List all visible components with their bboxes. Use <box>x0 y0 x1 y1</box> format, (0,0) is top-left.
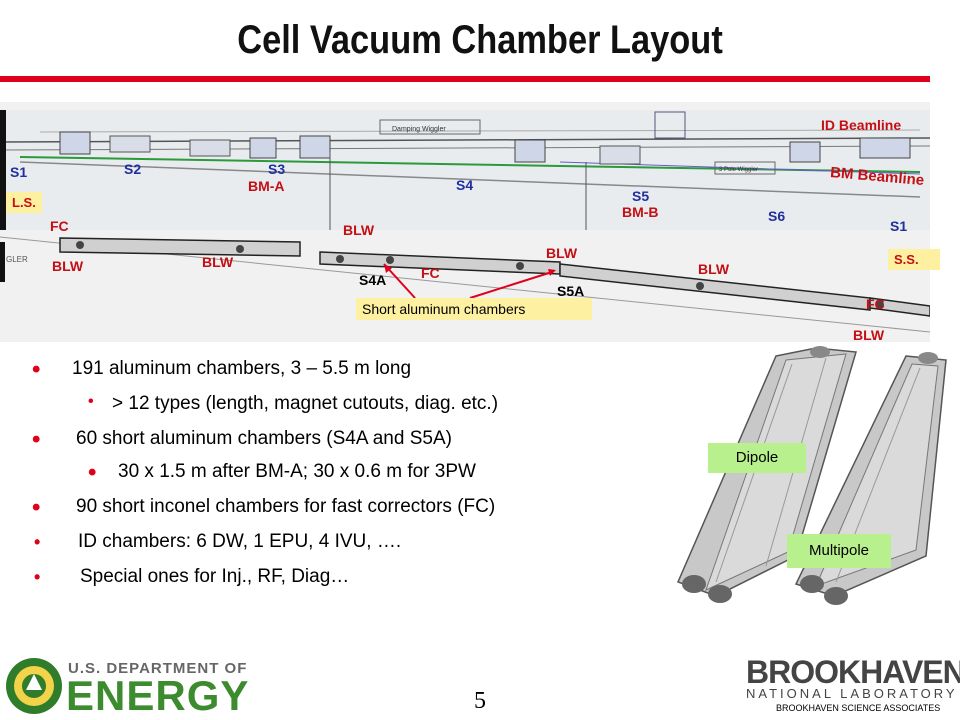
label-s4: S4 <box>456 177 474 193</box>
bnl-logo-subtitle: NATIONAL LABORATORY <box>746 686 958 701</box>
short-chambers-callout: Short aluminum chambers <box>356 298 592 320</box>
bullet-6-text: ID chambers: 6 DW, 1 EPU, 4 IVU, …. <box>78 531 402 552</box>
page-title: Cell Vacuum Chamber Layout <box>237 18 723 62</box>
label-s1-right: S1 <box>890 218 908 234</box>
label-s4a: S4A <box>359 272 387 288</box>
label-s2: S2 <box>124 161 142 177</box>
chamber-renderings <box>676 346 947 605</box>
bullet-7: • Special ones for Inj., RF, Diag… <box>34 566 350 588</box>
ss-box: S.S. <box>888 249 940 270</box>
three-pole-wiggler-label: 3 Pole Wiggler <box>719 167 758 173</box>
label-blw-2: BLW <box>202 254 234 270</box>
bullet-dot: • <box>88 393 94 410</box>
label-fc-mid: FC <box>421 265 440 281</box>
bullet-dot: • <box>34 567 41 587</box>
bullet-dot: • <box>32 494 41 521</box>
label-id-beamline: ID Beamline <box>821 117 902 133</box>
bnl-associates: BROOKHAVEN SCIENCE ASSOCIATES <box>776 703 941 713</box>
bullet-2-text: > 12 types (length, magnet cutouts, diag… <box>112 393 499 414</box>
label-s5: S5 <box>632 188 650 204</box>
gler-label: GLER <box>6 255 28 264</box>
bullet-5-text: 90 short inconel chambers for fast corre… <box>76 496 496 517</box>
label-blw-3: BLW <box>343 222 375 238</box>
label-s1-left: S1 <box>10 164 28 180</box>
bullet-dot: • <box>34 532 41 552</box>
label-blw-5: BLW <box>698 261 730 277</box>
doe-name-line1: U.S. DEPARTMENT OF <box>68 660 248 677</box>
label-bm-a: BM-A <box>248 178 285 194</box>
bullet-4-text: 30 x 1.5 m after BM-A; 30 x 0.6 m for 3P… <box>118 461 476 482</box>
label-blw-4: BLW <box>546 245 578 261</box>
multipole-label: Multipole <box>787 534 891 568</box>
label-fc-right: FC <box>866 296 885 312</box>
label-bm-b: BM-B <box>622 204 659 220</box>
damping-wiggler-label: Damping Wiggler <box>392 126 446 133</box>
bullet-1: • 191 aluminum chambers, 3 – 5.5 m long <box>32 356 412 383</box>
title-underline <box>0 76 930 82</box>
page-number: 5 <box>474 688 486 714</box>
layout-drawing: Damping Wiggler 3 Pole Wiggler GLER <box>0 110 930 342</box>
label-blw-left: BLW <box>52 258 84 274</box>
ls-box: L.S. <box>6 192 42 213</box>
label-blw-right: BLW <box>853 327 885 343</box>
doe-seal-logo <box>6 658 62 714</box>
bullet-dot: • <box>88 459 97 486</box>
bullet-2: • > 12 types (length, magnet cutouts, di… <box>88 393 499 415</box>
label-fc-left: FC <box>50 218 69 234</box>
label-s5a: S5A <box>557 283 585 299</box>
label-s6: S6 <box>768 208 786 224</box>
bullet-4: • 30 x 1.5 m after BM-A; 30 x 0.6 m for … <box>88 459 476 486</box>
bullet-3-text: 60 short aluminum chambers (S4A and S5A) <box>76 428 452 449</box>
bullet-3: • 60 short aluminum chambers (S4A and S5… <box>32 426 452 453</box>
label-s3: S3 <box>268 161 286 177</box>
bullet-7-text: Special ones for Inj., RF, Diag… <box>80 566 350 587</box>
bullet-1-text: 191 aluminum chambers, 3 – 5.5 m long <box>72 358 412 379</box>
vacuum-chamber-layout-diagram: Damping Wiggler 3 Pole Wiggler GLER <box>0 102 930 342</box>
bnl-logo-name: BROOKHAVEN <box>746 654 960 690</box>
bullet-6: • ID chambers: 6 DW, 1 EPU, 4 IVU, …. <box>34 531 402 553</box>
bullet-5: • 90 short inconel chambers for fast cor… <box>32 494 496 521</box>
doe-name-line2: ENERGY <box>66 672 250 719</box>
bullet-dot: • <box>32 356 41 383</box>
bullet-dot: • <box>32 426 41 453</box>
dipole-label: Dipole <box>708 443 806 473</box>
